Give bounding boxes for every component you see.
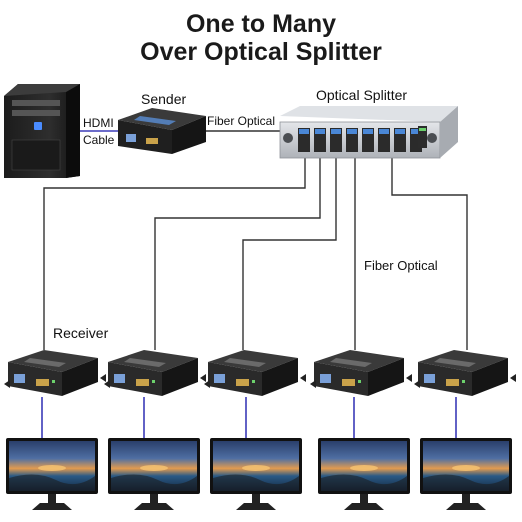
- fiber-optical-label-mid: Fiber Optical: [364, 258, 438, 273]
- fiber-line-receiver-2: [155, 155, 320, 350]
- monitor-icon: [420, 397, 512, 510]
- cable-label: Cable: [83, 133, 114, 147]
- receiver-label: Receiver: [53, 325, 108, 341]
- receiver-device: [310, 350, 412, 396]
- sender-device: [118, 108, 206, 154]
- hdmi-label: HDMI: [83, 116, 114, 130]
- monitor-icon: [108, 397, 200, 510]
- optical-splitter-label: Optical Splitter: [316, 87, 407, 103]
- fiber-line-receiver-3: [243, 155, 336, 350]
- sender-label: Sender: [141, 91, 186, 107]
- fiber-line-receiver-1: [44, 155, 305, 350]
- receivers-group: [4, 350, 516, 396]
- receiver-device: [204, 350, 306, 396]
- receiver-device: [104, 350, 206, 396]
- monitors-group: [6, 397, 512, 510]
- cables-layer: [44, 131, 467, 350]
- fiber-optical-label-top: Fiber Optical: [207, 114, 275, 128]
- receiver-device: [414, 350, 516, 396]
- monitor-icon: [318, 397, 410, 510]
- fiber-line-receiver-5: [392, 155, 467, 350]
- monitor-icon: [6, 397, 98, 510]
- optical-splitter-icon: [280, 106, 458, 158]
- monitor-icon: [210, 397, 302, 510]
- desktop-tower-icon: [4, 84, 80, 178]
- receiver-device: [4, 350, 106, 396]
